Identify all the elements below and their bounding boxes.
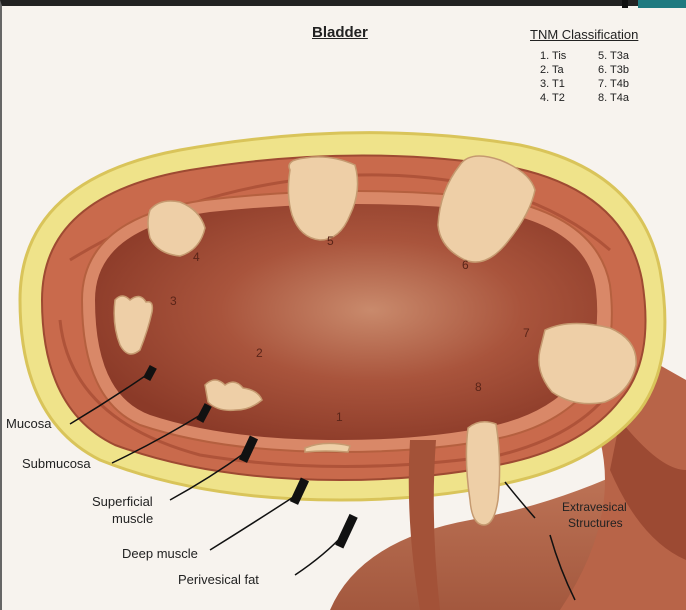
tumor-number-7: 7: [523, 326, 530, 340]
superficial-muscle-label-line2: muscle: [112, 511, 153, 526]
perivesical-fat-leader: [295, 533, 345, 575]
perivesical-fat-marker: [335, 514, 358, 549]
tumor-number-3: 3: [170, 294, 177, 308]
tnm-item: 7. T4b: [598, 78, 658, 90]
perivesical-fat-label: Perivesical fat: [178, 572, 259, 587]
superficial-muscle-label-line1: Superficial: [92, 494, 153, 509]
tnm-item: 8. T4a: [598, 92, 658, 104]
tnm-item: 3. T1: [540, 78, 598, 90]
tumor-8: [466, 422, 499, 525]
tnm-item: 6. T3b: [598, 64, 658, 76]
extravesical-label-line2: Structures: [568, 516, 623, 531]
tumor-number-5: 5: [327, 234, 334, 248]
tumor-7: [539, 323, 636, 403]
mucosa-label: Mucosa: [6, 416, 52, 431]
deep-muscle-leader: [210, 494, 298, 550]
submucosa-label: Submucosa: [22, 456, 91, 471]
diagram-title: Bladder: [312, 24, 368, 41]
tnm-list: 1. Tis 5. T3a 2. Ta 6. T3b 3. T1 7. T4b …: [540, 50, 680, 104]
tumor-number-6: 6: [462, 258, 469, 272]
tnm-heading: TNM Classification: [530, 27, 638, 42]
tumor-number-4: 4: [193, 250, 200, 264]
deep-muscle-label: Deep muscle: [122, 546, 198, 561]
tnm-item: 2. Ta: [540, 64, 598, 76]
tumor-number-8: 8: [475, 380, 482, 394]
tnm-item: 5. T3a: [598, 50, 658, 62]
tnm-item: 4. T2: [540, 92, 598, 104]
tnm-item: 1. Tis: [540, 50, 598, 62]
tumor-number-2: 2: [256, 346, 263, 360]
tumor-number-1: 1: [336, 410, 343, 424]
extravesical-label-line1: Extravesical: [562, 500, 627, 515]
